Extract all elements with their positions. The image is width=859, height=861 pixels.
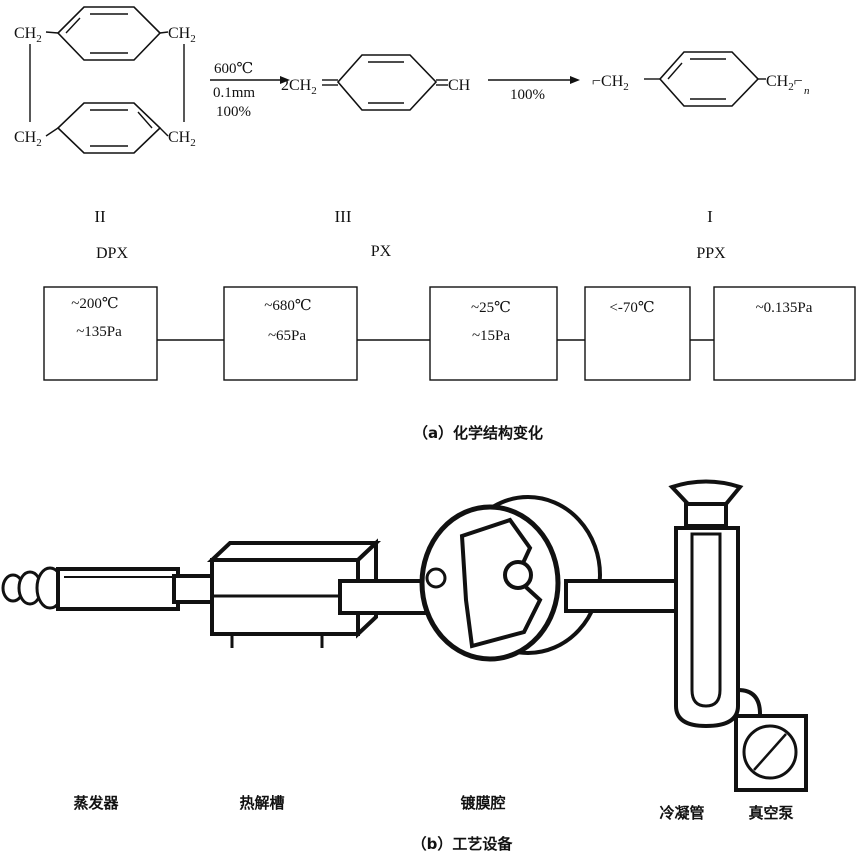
stage-pressure: ~65Pa [268, 328, 306, 344]
dpx-ch2-top-left: CH2 [14, 25, 42, 45]
polymerization-arrow: 100% [488, 76, 580, 103]
arrow-head [280, 76, 290, 84]
label-pyrolysis-furnace: 热解槽 [239, 794, 284, 812]
ppx-left-group: ⌐CH2 [592, 73, 629, 93]
stage-box-cold-trap: <-70℃ [584, 286, 691, 381]
deposition-chamber [419, 495, 602, 662]
ring-double-bond [137, 111, 153, 129]
ring-double-bond [667, 62, 683, 80]
cold-trap-outlet [737, 688, 762, 715]
process-stages: ~200℃ ~135Pa ~680℃ ~65Pa ~25℃ ~15Pa <-70… [43, 286, 856, 381]
equipment-illustration [1, 479, 808, 792]
equipment-labels: 蒸发器 热解槽 镀膜腔 冷凝管 真空泵 [73, 794, 793, 822]
stage-temperature: ~200℃ [71, 296, 118, 312]
evaporator-tube [56, 567, 180, 611]
arrow2-condition-yield: 100% [510, 87, 545, 103]
compound-numeral-px: III [335, 207, 352, 226]
ppx-repeat-n: n [804, 85, 810, 97]
arrow1-condition-yield: 100% [216, 104, 251, 120]
stage-temperature: ~25℃ [471, 300, 511, 316]
dpx-ch2-bottom-right: CH2 [168, 129, 196, 149]
caption-a: （a）化学结构变化 [413, 424, 543, 442]
label-evaporator: 蒸发器 [73, 794, 119, 812]
ppx-structure: ⌐CH2 CH2⌐ n [592, 51, 810, 107]
stage-box-vacuum: ~0.135Pa [713, 286, 856, 381]
px-right-group: CH [448, 77, 471, 94]
stage-box [223, 286, 358, 381]
evaporator [1, 566, 216, 611]
stage-pressure: ~135Pa [76, 324, 122, 340]
cold-trap-funnel [668, 479, 744, 506]
chamber-inlet-flange [425, 567, 447, 589]
compound-name-ppx: PPX [696, 245, 726, 262]
px-quinoid-ring [336, 54, 438, 111]
px-left-group: 2CH2 [281, 77, 317, 97]
chamber-viewport [503, 560, 533, 590]
label-vacuum-pump: 真空泵 [748, 804, 793, 822]
stage-pressure: ~0.135Pa [756, 300, 813, 316]
stage-temperature: ~680℃ [264, 298, 311, 314]
arrow1-condition-pressure: 0.1mm [213, 85, 255, 101]
stage-box [713, 286, 856, 381]
bond [159, 127, 169, 137]
stage-box [43, 286, 158, 381]
evaporator-neck [172, 574, 216, 604]
dpx-ch2-top-right: CH2 [168, 25, 196, 45]
bond [45, 31, 59, 34]
ppx-benzene-ring [658, 51, 760, 107]
stage-box-deposition: ~25℃ ~15Pa [429, 286, 558, 381]
cold-trap-inner-tube [690, 532, 722, 708]
label-cold-trap: 冷凝管 [659, 804, 704, 822]
bond [45, 127, 59, 137]
chamber-clamp [459, 517, 543, 649]
arrow1-condition-temp: 600℃ [214, 61, 253, 77]
compound-name-dpx: DPX [96, 245, 128, 262]
stage-box [584, 286, 691, 381]
stage-temperature: <-70℃ [609, 300, 654, 316]
compound-name-px: PX [371, 243, 392, 260]
gauge-needle [753, 733, 787, 771]
vacuum-pump [734, 714, 808, 792]
stage-box [429, 286, 558, 381]
cold-trap [668, 479, 762, 729]
stage-pressure: ~15Pa [472, 328, 510, 344]
caption-b: （b）工艺设备 [412, 835, 514, 853]
arrow-head [570, 76, 580, 84]
compound-labels: II DPX III PX I PPX [94, 207, 726, 262]
compound-numeral-dpx: II [94, 207, 106, 226]
chamber-to-trap-pipe [564, 579, 682, 613]
dpx-structure: CH2 CH2 CH2 CH2 [14, 6, 196, 154]
stage-box-evaporation: ~200℃ ~135Pa [43, 286, 158, 381]
reaction-scheme: CH2 CH2 CH2 CH2 600℃ [14, 6, 810, 154]
furnace-top [206, 541, 382, 562]
compound-numeral-ppx: I [707, 207, 713, 226]
ppx-right-group: CH2⌐ [766, 73, 803, 93]
stage-box-pyrolysis: ~680℃ ~65Pa [223, 286, 358, 381]
pyrolysis-arrow: 600℃ 0.1mm 100% [210, 61, 290, 120]
label-deposition-chamber: 镀膜腔 [460, 794, 505, 812]
dpx-ch2-bottom-left: CH2 [14, 129, 42, 149]
ring-double-bond [65, 17, 81, 34]
bond [159, 31, 169, 34]
dpx-benzene-ring-top [56, 6, 162, 61]
cold-trap-neck [684, 502, 728, 528]
px-structure: 2CH2 CH [281, 54, 471, 111]
